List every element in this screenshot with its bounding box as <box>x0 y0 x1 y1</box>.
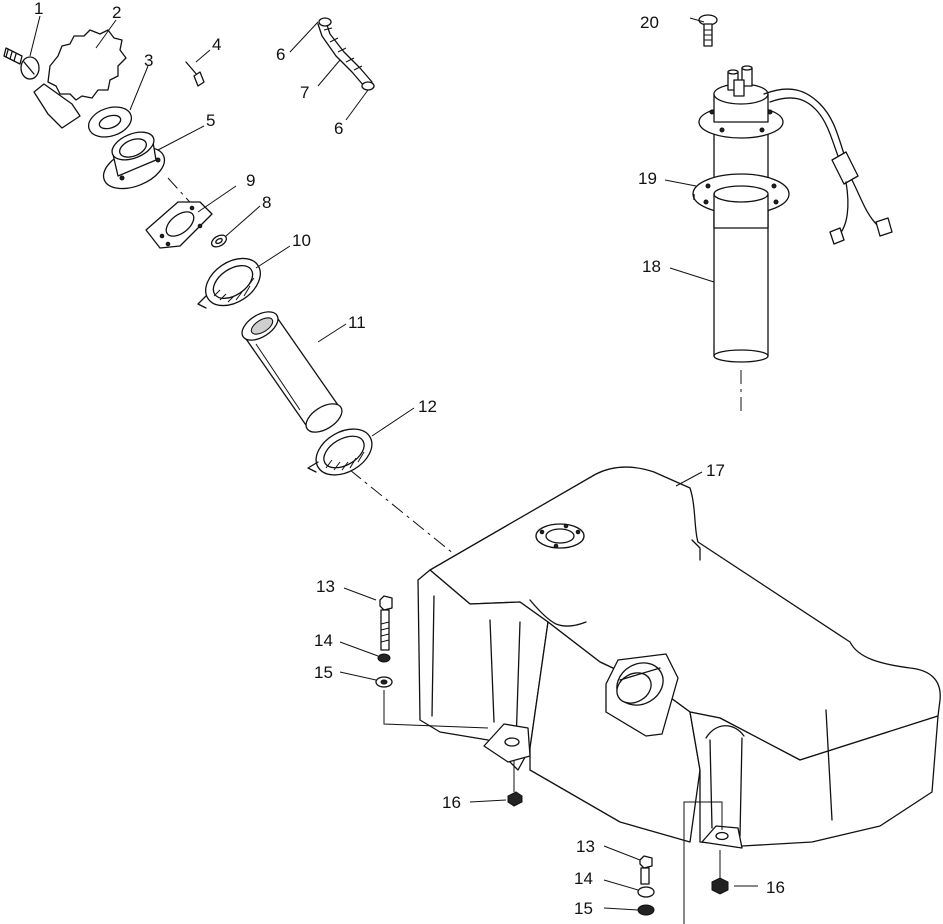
part-4-pin <box>185 61 205 87</box>
part-19-sender-gasket <box>692 173 790 229</box>
part-3-gasket <box>87 106 133 138</box>
part-15-washer-left <box>375 676 393 688</box>
callout-16-left: 16 <box>442 793 461 812</box>
callout-10: 10 <box>292 231 311 250</box>
part-5-filler-neck <box>102 131 166 190</box>
callout-13-right: 13 <box>576 837 595 856</box>
part-9-plate <box>145 201 213 249</box>
part-2-cap <box>33 29 127 129</box>
part-17-fuel-tank <box>417 466 941 849</box>
callout-16-right: 16 <box>766 878 785 897</box>
part-13-bolt-left <box>379 595 393 651</box>
callout-12: 12 <box>418 397 437 416</box>
callout-11: 11 <box>348 313 366 332</box>
callout-9: 9 <box>246 171 255 190</box>
callout-6-bottom: 6 <box>334 119 343 138</box>
callout-17: 17 <box>706 461 725 480</box>
callout-7: 7 <box>300 83 309 102</box>
part-20-screw <box>698 14 718 47</box>
part-16-nut-right <box>711 850 729 895</box>
callout-8: 8 <box>262 193 271 212</box>
part-18-sender-head <box>698 65 893 245</box>
part-14-lockwasher-right <box>637 886 655 898</box>
part-10-clamp <box>197 257 261 309</box>
part-11-filter <box>241 311 343 433</box>
callout-19: 19 <box>638 169 657 188</box>
part-8-washer <box>210 234 228 248</box>
callout-14-left: 14 <box>314 631 333 650</box>
part-14-lockwasher-left <box>377 653 391 663</box>
callout-6-top: 6 <box>276 45 285 64</box>
callout-15-right: 15 <box>574 899 593 918</box>
callout-13-left: 13 <box>316 577 335 596</box>
callout-labels: 1 2 3 4 5 6 6 7 8 9 10 11 12 13 13 14 14… <box>34 0 785 918</box>
callout-5: 5 <box>206 111 215 130</box>
callout-4: 4 <box>212 35 221 54</box>
part-1-screw <box>3 47 40 80</box>
callout-14-right: 14 <box>574 869 593 888</box>
callout-18: 18 <box>642 257 661 276</box>
leader-lines <box>29 15 758 911</box>
callout-15-left: 15 <box>314 663 333 682</box>
part-12-clamp <box>307 428 373 476</box>
bolt-axis-right <box>683 801 723 924</box>
part-15-washer-right <box>637 904 655 916</box>
part-13-bolt-right <box>639 855 653 885</box>
callout-3: 3 <box>144 51 153 70</box>
callout-1: 1 <box>34 0 43 18</box>
part-16-nut-left <box>507 760 523 807</box>
bolt-axis-left <box>383 690 489 729</box>
part-18-sender-tube <box>713 133 769 363</box>
callout-20: 20 <box>640 13 659 32</box>
callout-2: 2 <box>112 3 121 22</box>
part-7-breather-hose <box>317 17 375 91</box>
